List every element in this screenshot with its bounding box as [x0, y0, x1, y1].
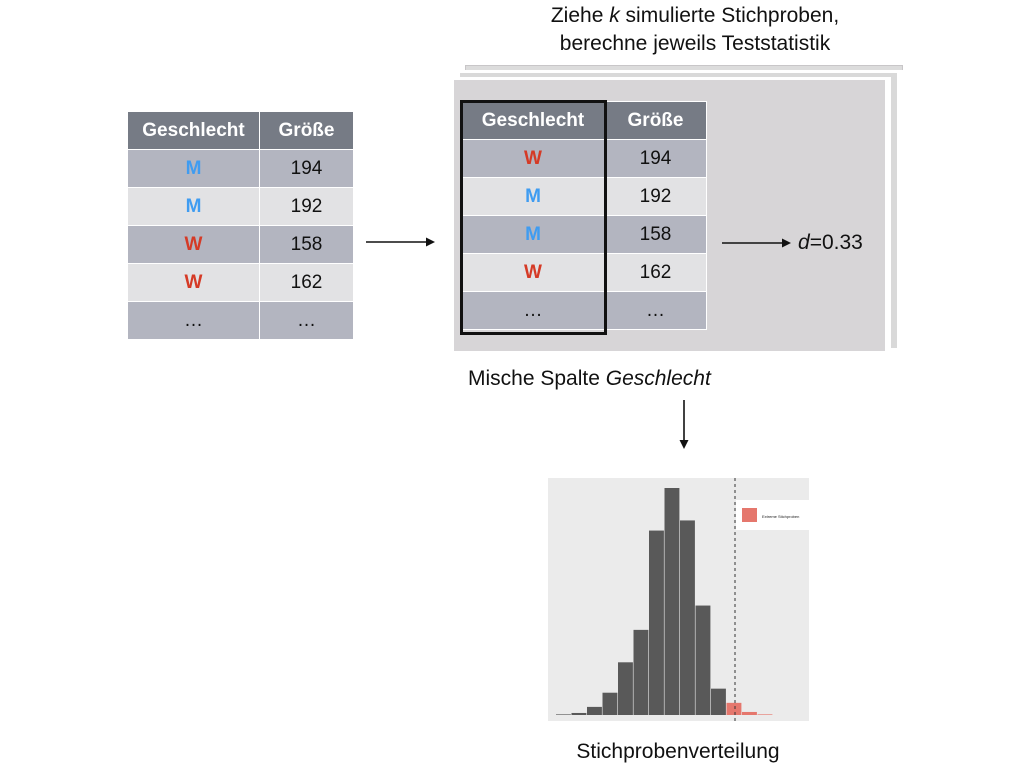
table-row: W 162: [127, 263, 354, 302]
original-table-header: Geschlecht Größe: [127, 111, 354, 150]
size-cell: 158: [604, 215, 707, 254]
ellipsis-cell: …: [259, 301, 354, 340]
shuffled-table: Geschlecht Größe W 194 M 192 M 158 W 162…: [461, 101, 707, 330]
top-caption-text: Ziehe: [550, 4, 610, 27]
ellipsis-cell: …: [604, 291, 707, 330]
table-row: W 158: [127, 225, 354, 264]
histogram-bar: [664, 488, 680, 715]
sex-cell: M: [525, 223, 541, 245]
histogram-bar: [649, 530, 664, 715]
shuffle-column-highlight: [460, 100, 607, 335]
ellipsis-cell: …: [127, 301, 260, 340]
sex-cell: W: [524, 147, 542, 169]
header-geschlecht: Geschlecht: [127, 111, 260, 150]
legend-swatch: [742, 508, 757, 522]
top-caption-text-2: simulierte Stichproben,: [619, 4, 840, 27]
top-caption: Ziehe k simulierte Stichproben, berechne…: [475, 4, 915, 56]
sex-cell: M: [185, 157, 202, 179]
table-row: M 194: [127, 149, 354, 188]
table-row: … …: [461, 291, 707, 330]
sex-cell: W: [184, 271, 203, 293]
sex-cell: W: [524, 261, 542, 283]
shuffled-table-header: Geschlecht Größe: [461, 101, 707, 140]
table-row: M 192: [461, 177, 707, 216]
shuffle-caption-text: Mische Spalte: [468, 367, 606, 390]
sex-cell: M: [185, 195, 202, 217]
legend-label: Extreme Stichproben: [762, 514, 799, 519]
size-cell: 194: [604, 139, 707, 178]
histogram-bar: [602, 692, 618, 715]
table-row: … …: [127, 301, 354, 340]
arrow-right-icon: [722, 238, 791, 248]
histogram-bar: [711, 688, 726, 715]
test-statistic: d=0.33: [798, 231, 863, 255]
arrow-down-icon: [679, 400, 689, 449]
sex-cell: M: [525, 185, 541, 207]
bottom-caption: Stichprobenverteilung: [576, 740, 780, 763]
histogram-bar: [695, 605, 711, 715]
size-cell: 192: [604, 177, 707, 216]
size-cell: 194: [259, 149, 354, 188]
table-row: M 192: [127, 187, 354, 226]
shuffle-caption: Mische Spalte Geschlecht: [468, 367, 711, 391]
table-row: W 162: [461, 253, 707, 292]
table-row: M 158: [461, 215, 707, 254]
original-table: Geschlecht Größe M 194 M 192 W 158 W 162…: [127, 111, 354, 340]
sex-cell: W: [184, 233, 203, 255]
extreme-bar: [726, 702, 742, 715]
top-caption-line2: berechne jeweils Teststatistik: [559, 32, 831, 55]
histogram-bar: [571, 712, 587, 715]
shuffle-caption-italic: Geschlecht: [605, 367, 711, 390]
header-groesse: Größe: [604, 101, 707, 140]
size-cell: 162: [259, 263, 354, 302]
statistic-symbol: d: [798, 231, 810, 254]
histogram-bars: [556, 488, 773, 715]
statistic-value: =0.33: [809, 231, 863, 254]
header-groesse: Größe: [259, 111, 354, 150]
top-caption-k: k: [609, 4, 620, 27]
histogram-bar: [633, 629, 649, 715]
histogram-bar: [556, 714, 571, 715]
extreme-bar: [757, 714, 773, 715]
histogram-bar: [587, 706, 602, 715]
size-cell: 192: [259, 187, 354, 226]
extreme-bar: [742, 711, 757, 715]
header-geschlecht: Geschlecht: [461, 101, 605, 140]
table-row: W 194: [461, 139, 707, 178]
ellipsis-cell: …: [461, 291, 605, 330]
histogram-bar: [618, 662, 633, 715]
size-cell: 162: [604, 253, 707, 292]
arrow-right-icon: [366, 237, 435, 247]
size-cell: 158: [259, 225, 354, 264]
top-caption-line1: Ziehe k simulierte Stichproben,: [475, 4, 915, 28]
histogram-bar: [680, 520, 695, 715]
sampling-distribution-histogram: Extreme Stichproben: [548, 478, 809, 721]
